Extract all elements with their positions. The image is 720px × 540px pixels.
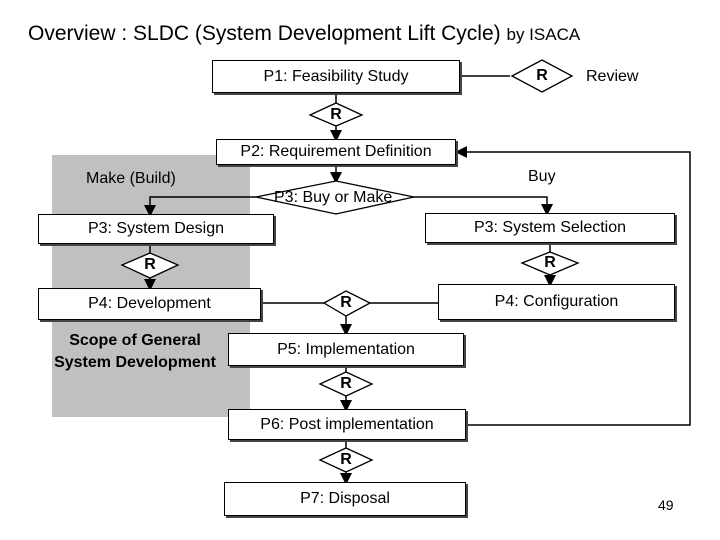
- box-p7: P7: Disposal: [224, 482, 466, 516]
- review-diamond-selection: [520, 251, 580, 276]
- review-diamond-p5: [318, 371, 374, 397]
- review-diamond-top: [510, 59, 574, 93]
- box-p4-configuration: P4: Configuration: [438, 284, 675, 320]
- review-diamond-p6: [318, 447, 374, 473]
- box-p3-design: P3: System Design: [38, 214, 274, 244]
- review-diamond-design: [120, 252, 180, 279]
- buy-label: Buy: [528, 168, 556, 185]
- review-label: Review: [586, 68, 639, 85]
- review-marker: R: [340, 375, 352, 392]
- review-diamond-merge: [322, 290, 372, 317]
- page-title: Overview : SLDC (System Development Lift…: [28, 22, 580, 46]
- page-number: 49: [658, 497, 674, 513]
- make-label: Make (Build): [86, 170, 176, 187]
- box-p2: P2: Requirement Definition: [216, 139, 456, 165]
- decision-diamond: [255, 180, 415, 215]
- box-p3-selection: P3: System Selection: [425, 213, 675, 243]
- review-marker: R: [330, 106, 342, 123]
- title-attribution: by ISACA: [506, 25, 581, 44]
- decision-label: P3: Buy or Make: [274, 189, 393, 206]
- review-marker: R: [536, 67, 548, 84]
- review-marker: R: [340, 294, 352, 311]
- box-p1: P1: Feasibility Study: [212, 60, 460, 93]
- box-p4-development: P4: Development: [38, 288, 261, 320]
- review-diamond-p1: [308, 102, 364, 127]
- title-main: Overview : SLDC (System Development Lift…: [28, 22, 501, 45]
- review-marker: R: [144, 256, 156, 273]
- review-marker: R: [544, 254, 556, 271]
- box-p6: P6: Post implementation: [228, 409, 466, 440]
- scope-label: Scope of General System Development: [54, 332, 216, 371]
- review-marker: R: [340, 451, 352, 468]
- box-p5: P5: Implementation: [228, 333, 464, 366]
